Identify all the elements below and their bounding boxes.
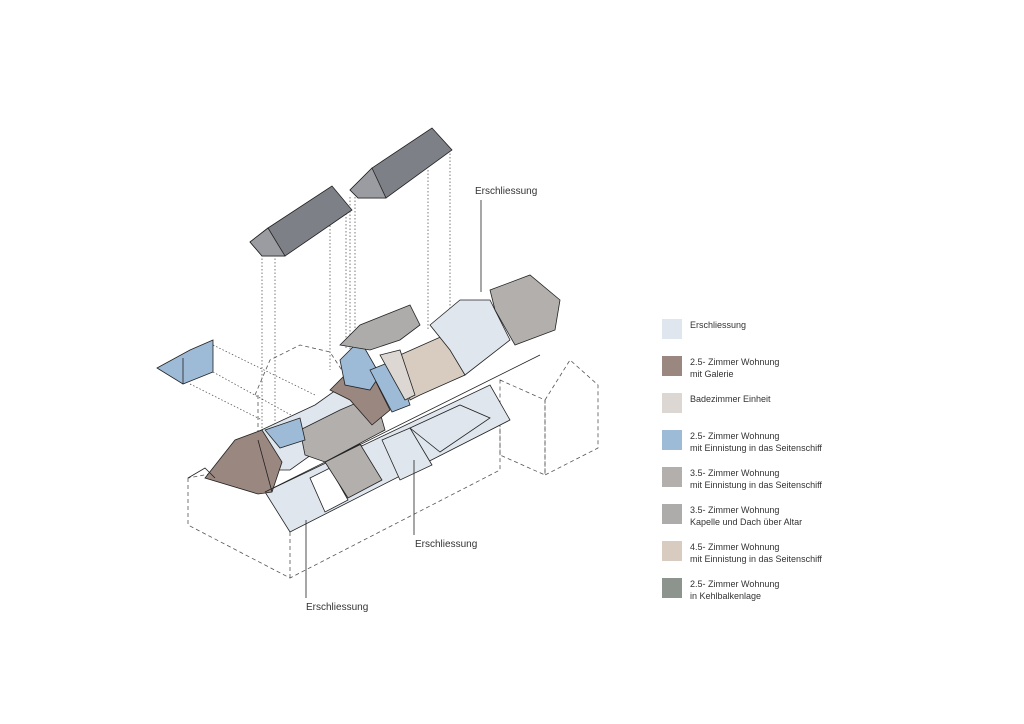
legend-sublabel: mit Einnistung in das Seitenschiff	[690, 443, 822, 453]
legend-swatch	[662, 578, 682, 598]
legend-item: 2.5- Zimmer Wohnung mit Galerie	[662, 356, 902, 393]
legend-label: 2.5- Zimmer Wohnung	[690, 357, 780, 367]
legend-sublabel: mit Einnistung in das Seitenschiff	[690, 480, 822, 490]
main-roof	[187, 274, 561, 533]
label-erschliessung-middle: Erschliessung	[415, 539, 478, 550]
legend-sublabel: in Kehlbalkenlage	[690, 591, 762, 601]
label-erschliessung-bottom: Erschliessung	[306, 602, 369, 613]
legend-label: 3.5- Zimmer Wohnung	[690, 505, 780, 515]
legend-swatch	[662, 393, 682, 413]
legend-swatch	[662, 430, 682, 450]
legend-item: 4.5- Zimmer Wohnung mit Einnistung in das…	[662, 541, 902, 578]
floating-dormer	[156, 339, 214, 385]
legend-sublabel: mit Galerie	[690, 369, 734, 379]
legend-label: 4.5- Zimmer Wohnung	[690, 542, 780, 552]
legend-swatch	[662, 467, 682, 487]
leader-lines	[305, 200, 482, 598]
legend-item: 2.5- Zimmer Wohnung in Kehlbalkenlage	[662, 578, 902, 615]
legend-label: 2.5- Zimmer Wohnung	[690, 579, 780, 589]
legend: Erschliessung 2.5- Zimmer Wohnung mit Gal…	[662, 319, 902, 615]
legend-swatch	[662, 356, 682, 376]
legend-sublabel: mit Einnistung in das Seitenschiff	[690, 554, 822, 564]
legend-label: 2.5- Zimmer Wohnung	[690, 431, 780, 441]
legend-item: Erschliessung	[662, 319, 902, 356]
legend-item: Badezimmer Einheit	[662, 393, 902, 430]
legend-item: 2.5- Zimmer Wohnung mit Einnistung in das…	[662, 430, 902, 467]
floating-roofs	[249, 127, 453, 257]
legend-swatch	[662, 504, 682, 524]
legend-sublabel: Kapelle und Dach über Altar	[690, 517, 803, 527]
legend-label: Badezimmer Einheit	[690, 394, 771, 404]
projection-lines	[189, 150, 451, 440]
legend-item: 3.5- Zimmer Wohnung mit Einnistung in das…	[662, 467, 902, 504]
legend-label: 3.5- Zimmer Wohnung	[690, 468, 780, 478]
legend-swatch	[662, 541, 682, 561]
legend-swatch	[662, 319, 682, 339]
label-erschliessung-top: Erschliessung	[475, 186, 538, 197]
legend-label: Erschliessung	[690, 320, 747, 330]
